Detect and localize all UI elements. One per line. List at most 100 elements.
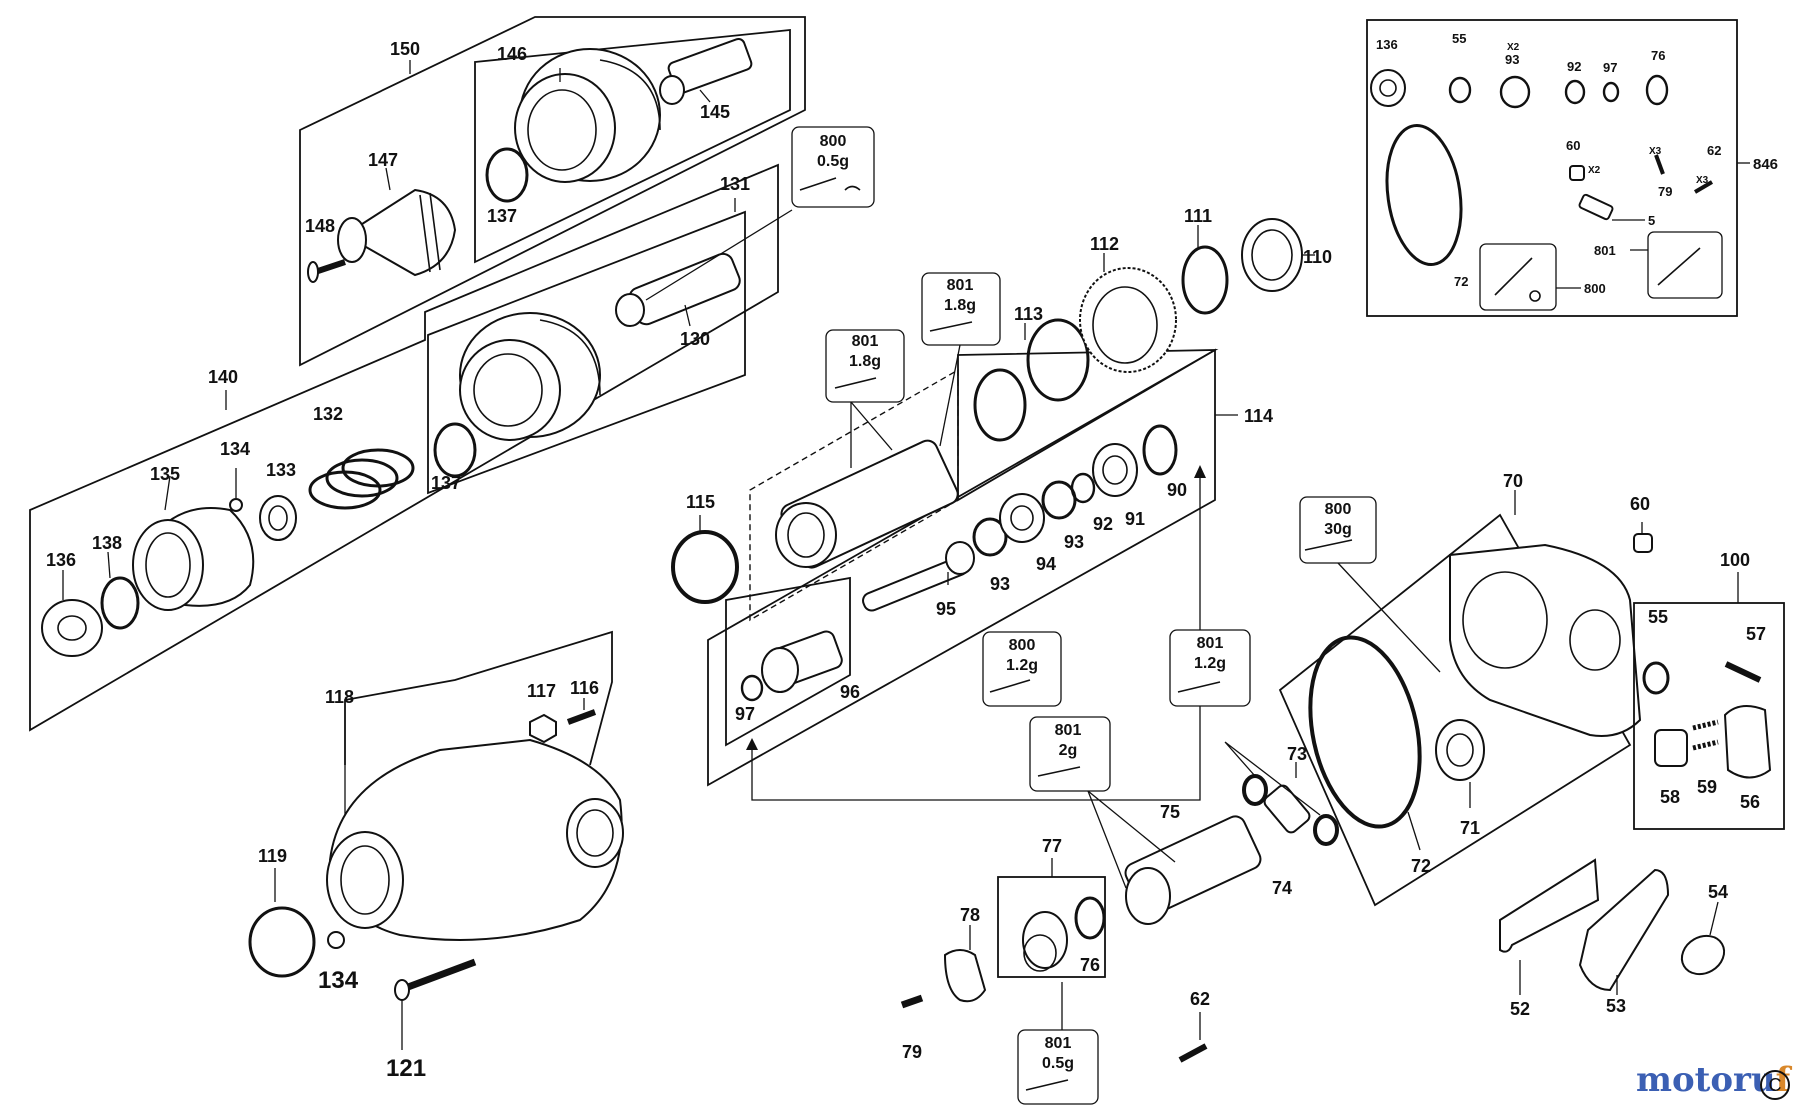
lube-g-code: 801 — [1055, 722, 1082, 739]
label-147: 147 — [368, 150, 398, 170]
part-91-bearing — [1092, 443, 1138, 497]
lube-tag-f: 801 1.2g — [1169, 629, 1251, 707]
part-148-screw — [307, 259, 346, 283]
lube-h-code: 801 — [1045, 1035, 1072, 1052]
lube-tag-c: 801 1.8g — [921, 272, 1001, 447]
label-131: 131 — [720, 174, 750, 194]
part-134-ball — [229, 468, 243, 512]
assembly-100-frame — [1633, 572, 1785, 830]
part-56-switch — [1723, 705, 1772, 779]
label-116: 116 — [570, 678, 599, 698]
lube-f-code: 801 — [1197, 635, 1224, 652]
label-91: 91 — [1125, 509, 1145, 529]
part-146-collar — [514, 48, 661, 183]
label-93-a: 93 — [990, 574, 1010, 594]
part-134-ball-b — [327, 931, 345, 949]
kit-part-79 — [1654, 154, 1665, 175]
part-145-spindle — [659, 37, 753, 105]
lube-tag-b: 801 1.8g — [825, 329, 905, 468]
part-70-housing — [1449, 543, 1642, 737]
lube-c-code: 801 — [947, 277, 974, 294]
part-79-screw — [900, 994, 924, 1009]
kit-label-x3-b: X3 — [1696, 175, 1709, 186]
kit-part-97 — [1602, 81, 1620, 103]
part-58-button — [1654, 729, 1688, 767]
label-96: 96 — [840, 682, 860, 702]
label-130: 130 — [680, 329, 710, 349]
label-148: 148 — [305, 216, 335, 236]
kit-labels: 136 55 X2 93 92 97 76 60 X2 X3 79 62 X3 … — [1376, 31, 1778, 296]
part-labels: 150 146 145 147 148 137 131 130 140 132 … — [46, 39, 1766, 1082]
label-97: 97 — [735, 704, 755, 724]
lube-c-qty: 1.8g — [944, 297, 976, 314]
part-133-washer — [259, 495, 297, 541]
part-131-collar — [459, 312, 601, 441]
assembly-114-frame — [707, 348, 1238, 801]
label-53: 53 — [1606, 996, 1626, 1016]
kit-label-5: 5 — [1648, 213, 1655, 228]
lube-b-qty: 1.8g — [849, 353, 881, 370]
label-137-a: 137 — [487, 206, 517, 226]
label-117: 117 — [527, 681, 556, 701]
part-60-plug — [1633, 522, 1653, 553]
label-75: 75 — [1160, 802, 1180, 822]
part-116-screw — [566, 698, 597, 725]
label-146: 146 — [497, 44, 527, 64]
label-71: 71 — [1460, 818, 1480, 838]
kit-part-136 — [1370, 69, 1406, 107]
kit-label-93: 93 — [1505, 52, 1519, 67]
kit-label-60: 60 — [1566, 138, 1580, 153]
assembly-150-frame — [299, 16, 806, 367]
part-74-ring-a — [1242, 774, 1268, 806]
part-57-screw — [1724, 661, 1762, 683]
part-73-pin — [1263, 762, 1311, 834]
part-78-flange — [943, 925, 987, 1003]
copyright-symbol: C — [1760, 1070, 1790, 1100]
label-136: 136 — [46, 550, 76, 570]
part-90-ring — [1142, 424, 1178, 476]
label-94: 94 — [1036, 554, 1056, 574]
lube-d-code: 800 — [1325, 501, 1352, 518]
lube-d-qty: 30g — [1324, 521, 1352, 538]
part-75-crank — [1124, 815, 1262, 925]
kit-label-92: 92 — [1567, 59, 1581, 74]
label-54: 54 — [1708, 882, 1728, 902]
kit-label-55: 55 — [1452, 31, 1466, 46]
part-115-ring — [671, 515, 739, 604]
kit-label-846: 846 — [1753, 156, 1778, 173]
lube-tag-a: 800 0.5g — [645, 126, 875, 301]
part-77-bearing — [1022, 911, 1068, 972]
label-92: 92 — [1093, 514, 1113, 534]
label-76: 76 — [1080, 955, 1100, 975]
kit-label-72: 72 — [1454, 274, 1468, 289]
label-114: 114 — [1244, 406, 1273, 426]
label-56: 56 — [1740, 792, 1760, 812]
part-92-ring — [1070, 472, 1096, 504]
label-132: 132 — [313, 404, 343, 424]
label-110: 110 — [1303, 247, 1332, 267]
label-138: 138 — [92, 533, 122, 553]
lube-tag-e: 800 1.2g — [982, 631, 1062, 707]
part-137-ring-a — [485, 147, 529, 203]
label-115: 115 — [686, 492, 715, 512]
label-93-b: 93 — [1064, 532, 1084, 552]
lube-a-qty: 0.5g — [817, 153, 849, 170]
part-76-ring — [1074, 896, 1106, 940]
part-147-chuck — [337, 167, 457, 277]
part-138-ring — [100, 551, 140, 630]
assembly-140-frame — [29, 163, 779, 732]
part-96-piston — [761, 630, 843, 693]
label-73: 73 — [1287, 744, 1307, 764]
label-137-b: 137 — [431, 473, 461, 493]
lube-tag-d: 800 30g — [1299, 496, 1441, 673]
label-134-a: 134 — [220, 439, 250, 459]
label-95: 95 — [936, 599, 956, 619]
assembly-70-frame — [1278, 490, 1632, 907]
kit-part-76 — [1645, 74, 1669, 106]
label-119: 119 — [258, 846, 287, 866]
label-121: 121 — [386, 1055, 426, 1082]
label-57: 57 — [1746, 624, 1766, 644]
part-71-bearing — [1435, 719, 1485, 808]
kit-lube-800-box — [1479, 243, 1581, 311]
